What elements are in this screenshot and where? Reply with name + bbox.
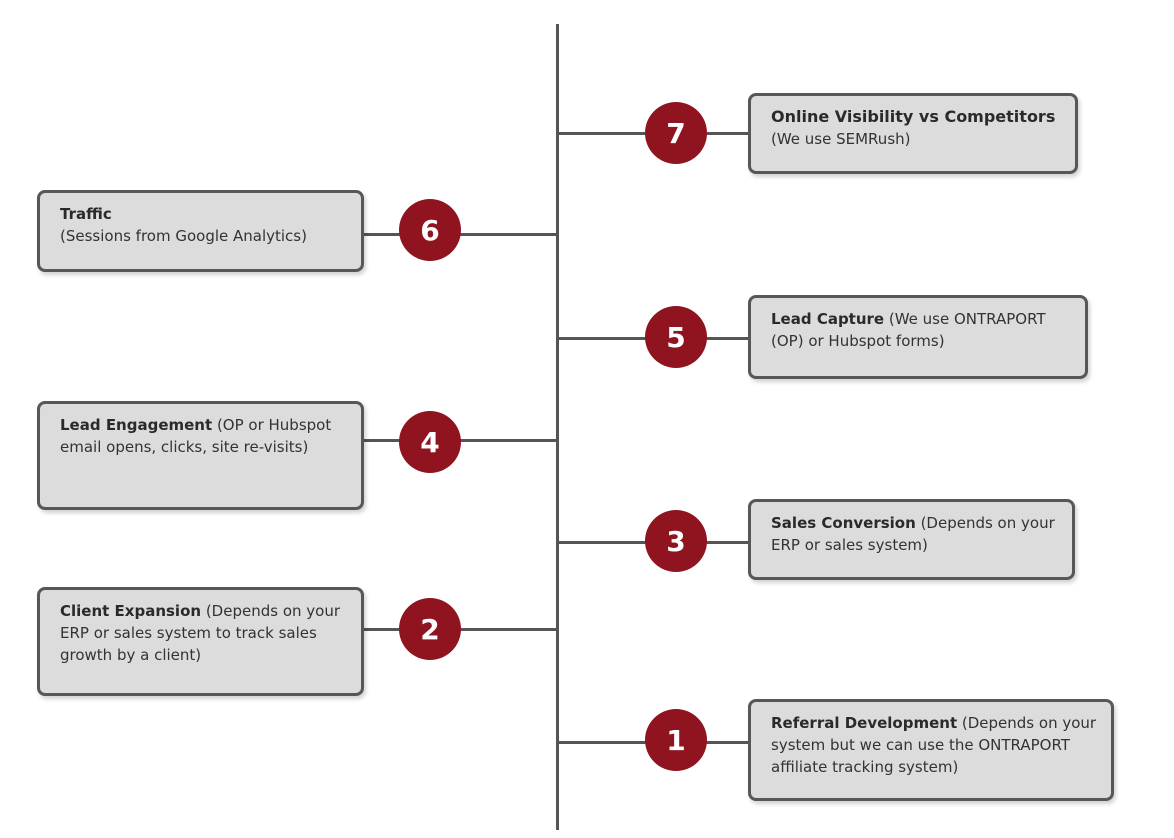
milestone-title: Lead Capture	[771, 310, 885, 328]
milestone-detail: (We use ONTRAPORT (OP) or Hubspot forms)	[771, 310, 1046, 350]
milestone-title: Traffic	[60, 205, 112, 223]
milestone-title: Sales Conversion	[771, 514, 916, 532]
milestone-detail: (OP or Hubspot email opens, clicks, site…	[60, 416, 332, 456]
milestone-detail: (We use SEMRush)	[771, 130, 911, 148]
milestone-title: Online Visibility vs Competitors	[771, 107, 1056, 126]
badge-7: 7	[645, 102, 707, 164]
milestone-detail: (Depends on your ERP or sales system to …	[60, 602, 341, 664]
milestone-detail: (Depends on your ERP or sales system)	[771, 514, 1055, 554]
badge-6: 6	[399, 199, 461, 261]
badge-5: 5	[645, 306, 707, 368]
badge-2: 2	[399, 598, 461, 660]
milestone-title: Client Expansion	[60, 602, 202, 620]
badge-4: 4	[399, 411, 461, 473]
milestone-title: Referral Development	[771, 714, 958, 732]
timeline-spine	[556, 24, 559, 830]
badge-1: 1	[645, 709, 707, 771]
milestone-box-4: Lead Engagement (OP or Hubspot email ope…	[37, 401, 364, 510]
milestone-box-5: Lead Capture (We use ONTRAPORT (OP) or H…	[748, 295, 1088, 379]
milestone-box-2: Client Expansion (Depends on your ERP or…	[37, 587, 364, 696]
milestone-box-3: Sales Conversion (Depends on your ERP or…	[748, 499, 1075, 580]
milestone-box-6: Traffic (Sessions from Google Analytics)	[37, 190, 364, 272]
badge-3: 3	[645, 510, 707, 572]
milestone-detail: (Sessions from Google Analytics)	[60, 227, 307, 245]
milestone-box-7: Online Visibility vs Competitors (We use…	[748, 93, 1078, 174]
milestone-title: Lead Engagement	[60, 416, 213, 434]
milestone-detail: (Depends on your system but we can use t…	[771, 714, 1097, 776]
milestone-box-1: Referral Development (Depends on your sy…	[748, 699, 1114, 801]
